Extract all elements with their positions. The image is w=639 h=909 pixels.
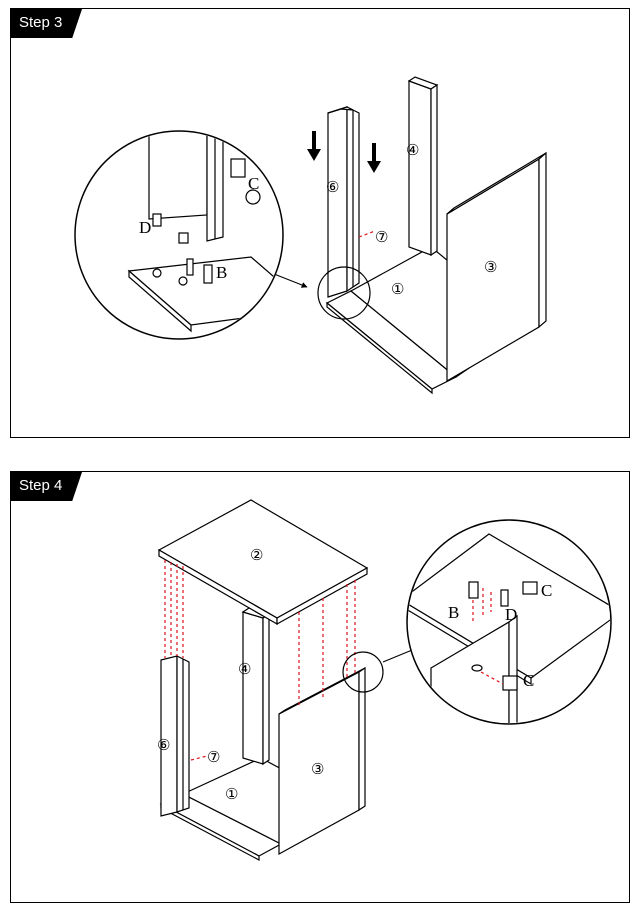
callout-6: ⑥ — [326, 180, 339, 196]
detail-source-circle — [317, 266, 371, 320]
callout-1: ① — [225, 787, 238, 803]
label-c-top: C — [541, 581, 552, 600]
callout-2: ② — [250, 548, 263, 564]
callout-7: ⑦ — [207, 750, 220, 766]
callout-3: ③ — [484, 260, 497, 276]
step-4-callouts: ② ④ ⑥ ⑦ ① ③ B D C C — [157, 548, 552, 803]
part-2-top-panel — [157, 499, 369, 626]
label-c-bottom: C — [523, 671, 534, 690]
step-4-illustration: ② ④ ⑥ ⑦ ① ③ B D C C — [157, 499, 612, 861]
label-c: C — [248, 174, 259, 193]
callout-7: ⑦ — [375, 230, 388, 246]
part-6-front-post — [327, 106, 360, 298]
step-3-illustration: ⑥ ⑦ ④ ③ ① C D B — [74, 76, 547, 395]
callout-3: ③ — [311, 762, 324, 778]
part-4-back-rail — [407, 76, 439, 257]
label-d: D — [505, 605, 517, 624]
callout-6: ⑥ — [157, 738, 170, 754]
step-3-label: Step 3 — [10, 8, 83, 38]
callout-1: ① — [391, 282, 404, 298]
push-down-arrows — [307, 131, 381, 173]
assembly-guides — [164, 560, 356, 761]
part-6-front-post — [160, 655, 190, 817]
callout-4: ④ — [406, 143, 419, 159]
step-4-panel: ② ④ ⑥ ⑦ ① ③ B D C C Step 4 — [10, 471, 630, 903]
label-b: B — [216, 263, 227, 282]
part-3-side-panel — [446, 151, 547, 383]
step-3-callouts: ⑥ ⑦ ④ ③ ① C D B — [139, 143, 497, 298]
step-4-label: Step 4 — [10, 471, 83, 501]
step-3-panel: ⑥ ⑦ ④ ③ ① C D B Step 3 — [10, 8, 630, 438]
detail-source-circle — [342, 651, 384, 693]
detail-magnified — [406, 519, 612, 725]
label-b: B — [448, 603, 459, 622]
part-3-side-panel — [278, 666, 366, 856]
callout-4: ④ — [238, 662, 251, 678]
part-4-back-rail — [241, 607, 271, 766]
detail-magnified — [74, 130, 284, 340]
label-d: D — [139, 218, 151, 237]
